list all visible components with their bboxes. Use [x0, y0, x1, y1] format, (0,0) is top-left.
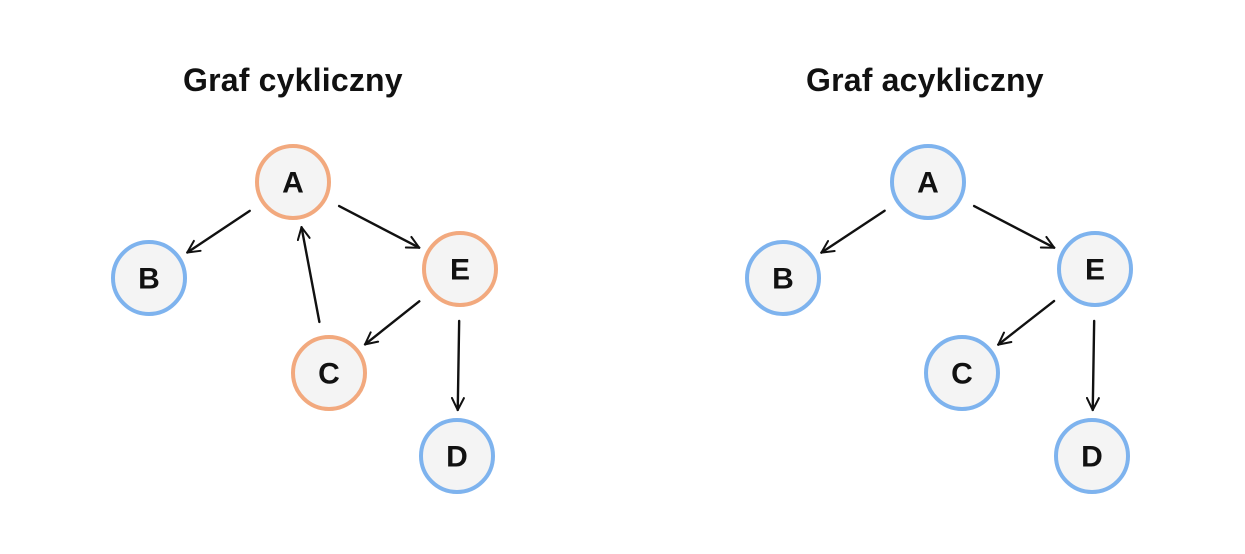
cyclic-node-c-label: C [318, 358, 340, 391]
acyclic-node-a: A [890, 144, 966, 220]
acyclic-graph-diagram: A B E C D [745, 144, 1133, 494]
acyclic-node-d: D [1054, 418, 1130, 494]
cyclic-node-c-circle [291, 335, 367, 411]
cyclic-edge-a-to-b [186, 209, 251, 254]
acyclic-node-d-circle [1054, 418, 1130, 494]
cyclic-node-d-label: D [446, 441, 468, 474]
cyclic-graph-panel: Graf cykliczny A B E C D [0, 0, 622, 554]
cyclic-node-d-circle [419, 418, 495, 494]
acyclic-node-e: E [1057, 231, 1133, 307]
acyclic-node-d-label: D [1081, 441, 1103, 474]
acyclic-edge-a-to-e [972, 204, 1056, 249]
cyclic-node-b-label: B [138, 263, 160, 296]
acyclic-node-b-circle [745, 240, 821, 316]
cyclic-node-e-circle [422, 231, 498, 307]
acyclic-graph-title: Graf acykliczny [806, 62, 1044, 98]
acyclic-node-a-circle [890, 144, 966, 220]
cyclic-node-a-circle [255, 144, 331, 220]
acyclic-node-c-label: C [951, 358, 973, 391]
cyclic-node-b-circle [111, 240, 187, 316]
acyclic-node-b-label: B [772, 263, 794, 296]
cyclic-node-b: B [111, 240, 187, 316]
acyclic-edge-a-to-b [820, 209, 886, 254]
cyclic-edge-e-to-d [450, 319, 465, 412]
cyclic-graph-title: Graf cykliczny [183, 62, 403, 98]
cyclic-node-a: A [255, 144, 331, 220]
acyclic-node-a-label: A [917, 167, 939, 200]
cyclic-node-e-label: E [450, 254, 470, 287]
acyclic-node-c: C [924, 335, 1000, 411]
acyclic-edge-e-to-c [997, 299, 1056, 346]
cyclic-node-a-label: A [282, 167, 304, 200]
cyclic-node-d: D [419, 418, 495, 494]
acyclic-edge-e-to-d [1085, 319, 1100, 412]
cyclic-graph-diagram: A B E C D [111, 144, 498, 494]
acyclic-node-e-circle [1057, 231, 1133, 307]
cyclic-node-e: E [422, 231, 498, 307]
acyclic-node-b: B [745, 240, 821, 316]
cyclic-node-c: C [291, 335, 367, 411]
acyclic-node-c-circle [924, 335, 1000, 411]
acyclic-graph-panel: Graf acykliczny A B E C D [622, 0, 1245, 554]
cyclic-edge-e-to-c [363, 300, 421, 346]
acyclic-node-e-label: E [1085, 254, 1105, 287]
cyclic-edge-a-to-e [337, 204, 421, 249]
cyclic-edge-c-to-a [296, 226, 321, 324]
